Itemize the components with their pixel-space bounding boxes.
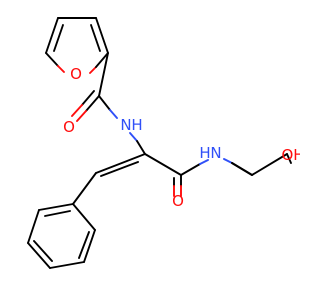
- bond-furan-to-carbonyl: [98, 52, 109, 97]
- bond-carbonyl1-black: [85, 95, 100, 112]
- amide1-carbonyl-oxygen-label: O: [63, 118, 75, 136]
- furan-double-bond-c3-c2: [90, 24, 101, 52]
- bond-carbonyl1-to-n-blue: [109, 109, 118, 119]
- bond-carbonyl1-double-red: [71, 104, 83, 117]
- furan-double-bond-c4-c5: [53, 24, 64, 52]
- bond-carbonyl2-to-n: [180, 163, 201, 176]
- amide1-hydrogen-label: H: [131, 116, 142, 134]
- amide2-nitrogen-label: N: [210, 144, 221, 162]
- bond-alkene-double: [100, 161, 139, 177]
- amide2-hydrogen-label: H: [199, 144, 210, 162]
- bond-chain-2: [251, 153, 288, 176]
- molecule-diagram: O O N H N H O OH: [0, 0, 300, 300]
- phenyl-bond-3: [49, 261, 85, 269]
- bond-carbonyl1-to-n: [98, 95, 111, 111]
- phenyl-bond-5: [27, 209, 40, 244]
- phenyl-bond-2: [83, 229, 96, 263]
- phenyl-bond-1: [72, 203, 96, 231]
- furan-bond-c5-o: [45, 52, 59, 67]
- bond-alpha-to-carbonyl2: [144, 153, 182, 176]
- furan-bond-o-c2-red: [89, 66, 97, 74]
- bond-carbonyl1-double-black: [81, 90, 95, 106]
- furan-oxygen-label: O: [70, 65, 82, 83]
- phenyl-double-2: [78, 231, 90, 259]
- phenyl-double-4: [33, 240, 53, 262]
- bond-carbonyl2-to-n-blue: [199, 159, 209, 165]
- amide2-carbonyl-oxygen-label: O: [172, 192, 184, 210]
- furan-bond-o-c2: [95, 52, 109, 68]
- bond-n2-to-chain-blue: [223, 158, 233, 164]
- bond-n-to-alpha-blue: [129, 132, 138, 142]
- hydroxyl-label: OH: [281, 146, 300, 164]
- phenyl-bond-4: [27, 242, 51, 269]
- furan-bond-c3-c2: [95, 17, 109, 54]
- amide1-nitrogen-label: N: [120, 116, 131, 134]
- furan-bond-c4-c5: [45, 17, 59, 54]
- phenyl-double-6: [44, 210, 71, 217]
- bond-chain-3-partial: [286, 153, 292, 164]
- phenyl-bond-6: [38, 203, 74, 211]
- background: [0, 0, 300, 300]
- bond-alkene: [95, 153, 146, 174]
- bond-carbonyl1-red: [76, 110, 87, 122]
- structure-canvas: O O N H N H O OH: [0, 0, 300, 300]
- chain-c1: [231, 162, 253, 176]
- bond-beta-to-phenyl: [72, 172, 97, 205]
- bond-n-to-alpha: [136, 140, 146, 155]
- furan-bond-c5-o-red: [57, 65, 65, 73]
